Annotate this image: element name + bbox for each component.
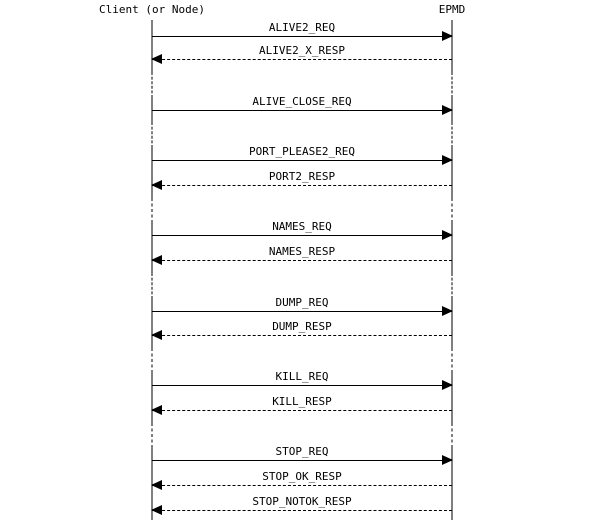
arrowhead-left-icon bbox=[151, 255, 162, 265]
message-line bbox=[152, 460, 452, 461]
message-label: PORT_PLEASE2_REQ bbox=[249, 145, 355, 158]
message-label: STOP_REQ bbox=[275, 445, 329, 458]
arrowhead-right-icon bbox=[442, 306, 453, 316]
message-label: ALIVE2_X_RESP bbox=[258, 44, 346, 57]
message-line bbox=[152, 36, 452, 37]
message-label: STOP_NOTOK_RESP bbox=[252, 495, 352, 508]
lifeline-epmd-segment bbox=[451, 299, 453, 348]
message-label: DUMP_REQ bbox=[275, 296, 329, 309]
message-label: NAMES_RESP bbox=[268, 245, 336, 258]
message-line bbox=[152, 335, 452, 336]
arrowhead-right-icon bbox=[442, 230, 453, 240]
lifeline-epmd-segment bbox=[451, 198, 453, 223]
lifeline-epmd-segment bbox=[451, 273, 453, 299]
lifeline-epmd-segment bbox=[451, 373, 453, 423]
message-label: DUMP_RESP bbox=[272, 320, 332, 333]
arrowhead-left-icon bbox=[151, 54, 162, 64]
message-label: ALIVE2_REQ bbox=[268, 21, 336, 34]
lifeline-client-segment bbox=[151, 373, 153, 423]
message-line bbox=[152, 485, 452, 486]
lifeline-epmd-segment bbox=[451, 72, 453, 98]
message-line bbox=[152, 59, 452, 60]
lifeline-epmd-segment bbox=[451, 20, 453, 72]
lifeline-client-segment bbox=[151, 223, 153, 273]
message-line bbox=[152, 110, 452, 111]
lifeline-client-segment bbox=[151, 299, 153, 348]
arrowhead-left-icon bbox=[151, 330, 162, 340]
message-label: STOP_OK_RESP bbox=[262, 470, 342, 483]
message-line bbox=[152, 510, 452, 511]
arrowhead-left-icon bbox=[151, 180, 162, 190]
message-line bbox=[152, 311, 452, 312]
lifeline-client-segment bbox=[151, 348, 153, 373]
message-label: ALIVE_CLOSE_REQ bbox=[252, 95, 352, 108]
actor-label-client: Client (or Node) bbox=[99, 3, 205, 16]
arrowhead-left-icon bbox=[151, 505, 162, 515]
lifeline-client-segment bbox=[151, 423, 153, 448]
lifeline-client-segment bbox=[151, 148, 153, 198]
actor-label-epmd: EPMD bbox=[438, 3, 466, 16]
message-line bbox=[152, 385, 452, 386]
message-line bbox=[152, 260, 452, 261]
message-line bbox=[152, 410, 452, 411]
arrowhead-left-icon bbox=[151, 405, 162, 415]
lifeline-epmd-segment bbox=[451, 348, 453, 373]
lifeline-epmd-segment bbox=[451, 148, 453, 198]
message-label: NAMES_REQ bbox=[272, 220, 332, 233]
arrowhead-right-icon bbox=[442, 31, 453, 41]
message-label: PORT2_RESP bbox=[268, 170, 336, 183]
message-label: KILL_REQ bbox=[275, 370, 329, 383]
arrowhead-right-icon bbox=[442, 155, 453, 165]
lifeline-client-segment bbox=[151, 122, 153, 148]
message-line bbox=[152, 235, 452, 236]
message-label: KILL_RESP bbox=[272, 395, 332, 408]
lifeline-epmd-segment bbox=[451, 448, 453, 520]
lifeline-client-segment bbox=[151, 72, 153, 98]
lifeline-epmd-segment bbox=[451, 122, 453, 148]
lifeline-client-segment bbox=[151, 273, 153, 299]
lifeline-epmd-segment bbox=[451, 423, 453, 448]
arrowhead-left-icon bbox=[151, 480, 162, 490]
lifeline-client-segment bbox=[151, 20, 153, 72]
arrowhead-right-icon bbox=[442, 455, 453, 465]
lifeline-epmd-segment bbox=[451, 223, 453, 273]
arrowhead-right-icon bbox=[442, 105, 453, 115]
lifeline-client-segment bbox=[151, 198, 153, 223]
message-line bbox=[152, 160, 452, 161]
arrowhead-right-icon bbox=[442, 380, 453, 390]
message-line bbox=[152, 185, 452, 186]
